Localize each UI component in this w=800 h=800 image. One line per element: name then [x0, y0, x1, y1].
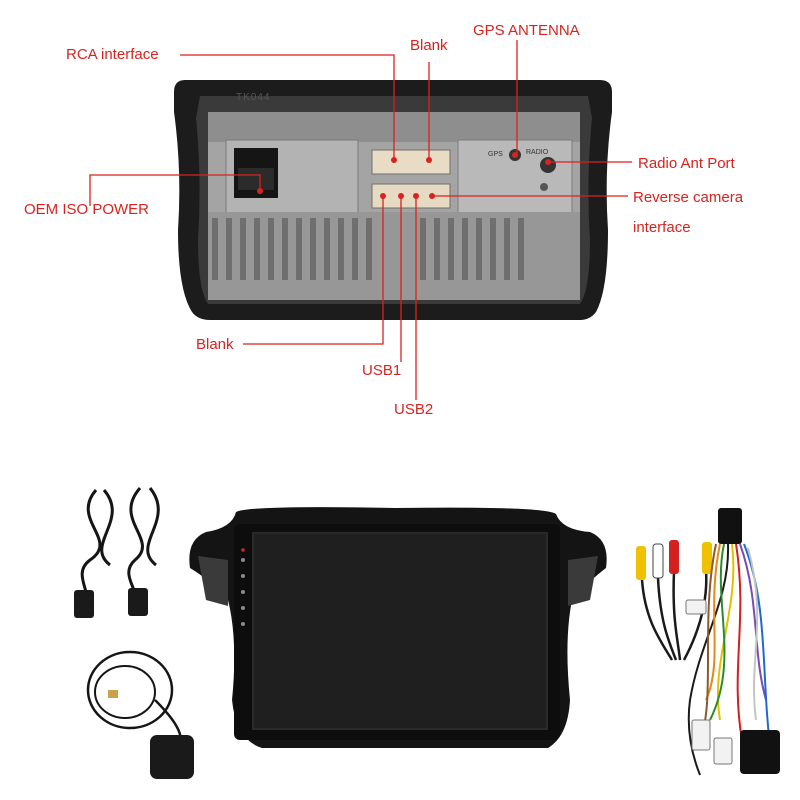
unit-rear-icon: [174, 80, 612, 320]
rca-cable-icon: [636, 540, 712, 661]
oem-iso-power-label: OEM ISO POWER: [24, 201, 150, 218]
model-code-marking: TK044: [236, 92, 271, 103]
gps-antenna-label: GPS ANTENNA: [473, 22, 580, 39]
reverse-camera-label: Reverse camera: [633, 189, 744, 206]
head-unit-screen-icon: [189, 507, 607, 748]
usb2-label: USB2: [394, 401, 434, 418]
blank-bottom-label: Blank: [196, 336, 234, 353]
callout-lines: [89, 40, 632, 400]
rca-interface-label: RCA interface: [66, 46, 159, 63]
reverse-camera-interface-label: interface: [633, 219, 691, 236]
radio-port-marking: RADIO: [526, 149, 549, 156]
usb1-label: USB1: [362, 362, 402, 379]
gps-antenna-icon: [86, 650, 194, 779]
blank-top-label: Blank: [410, 37, 448, 54]
wiring-harness-icon: [685, 508, 780, 776]
gps-port-marking: GPS: [488, 151, 503, 158]
radio-ant-port-label: Radio Ant Port: [638, 155, 735, 172]
